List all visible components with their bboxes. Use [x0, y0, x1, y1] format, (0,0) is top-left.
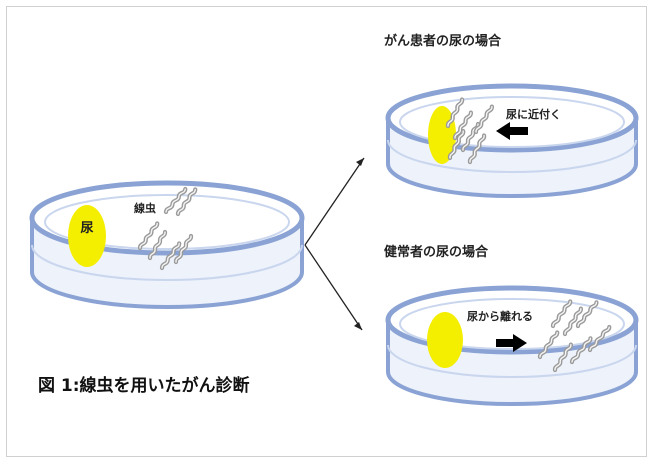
figure-caption: 図 1:線虫を用いたがん診断	[38, 375, 250, 396]
petri-dish-top	[385, 83, 639, 198]
worm-label: 線虫	[134, 201, 156, 215]
top-action-label: 尿に近付く	[506, 107, 561, 121]
branch-arrows	[304, 157, 365, 331]
top-dish-title: がん患者の尿の場合	[384, 33, 502, 49]
urine-drop-left	[68, 205, 106, 267]
bottom-dish-title: 健常者の尿の場合	[384, 244, 489, 260]
approach-arrow-icon	[496, 122, 528, 140]
urine-label-left: 尿	[80, 221, 93, 236]
urine-drop-bottom	[427, 312, 463, 368]
retreat-arrow-icon	[496, 334, 527, 352]
bottom-action-label: 尿から離れる	[467, 309, 533, 323]
